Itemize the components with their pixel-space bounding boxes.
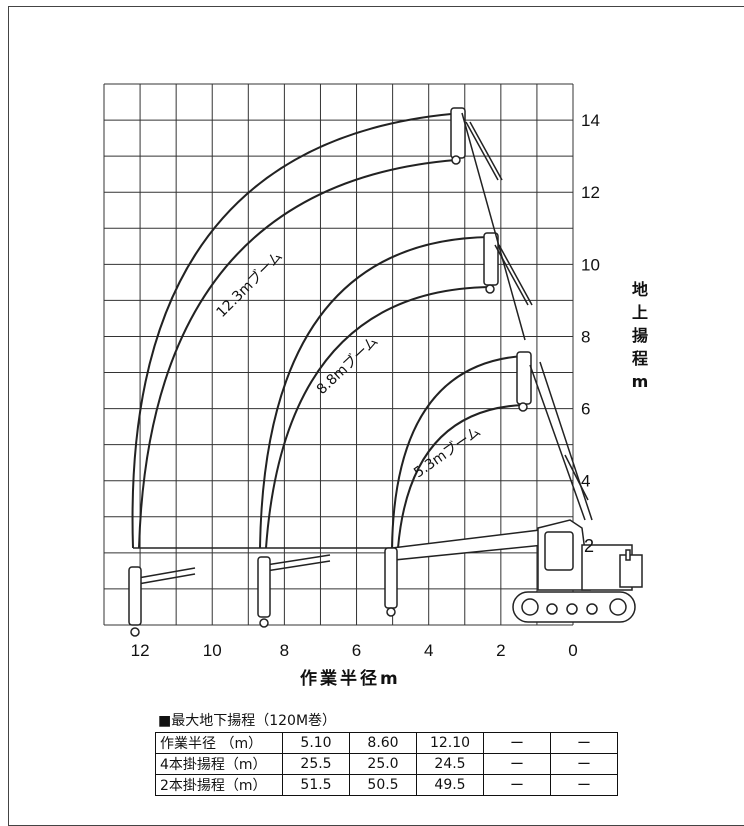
boom-8-8m-line-b	[498, 244, 533, 306]
folded-boom-body	[391, 529, 545, 561]
tip-5-3m	[516, 351, 532, 405]
y-label-char: 上	[631, 303, 648, 322]
crane-exhaust	[625, 549, 631, 561]
y-tick-label: 14	[581, 111, 600, 130]
folded-boom-line-12	[137, 567, 196, 579]
arc-5-3m-outer	[391, 355, 524, 549]
x-axis-label: 作業半径m	[300, 669, 401, 689]
track-wheel-3	[566, 603, 578, 615]
arc-12-3m-outer	[131, 112, 463, 549]
axis-ticks: 12 10 8 6 4 2 0 14 12 10 8 6 4	[131, 111, 600, 660]
arc-5-3m-inner	[397, 404, 524, 549]
x-tick-label: 10	[203, 641, 222, 660]
y-tick-label: 4	[581, 472, 590, 491]
cell: 51.5	[282, 774, 350, 796]
working-range-diagram: 12 10 8 6 4 2 0 14 12 10 8 6 4	[103, 83, 643, 660]
counterweight	[619, 554, 643, 588]
x-tick-label: 2	[496, 641, 505, 660]
arc-8-8m-inner	[265, 286, 491, 549]
cell: 24.5	[416, 753, 484, 775]
folded-boom-line-8	[265, 554, 331, 566]
cell: ー	[483, 753, 551, 775]
folded-boom	[133, 529, 545, 585]
table-row: 2本掛揚程（m） 51.5 50.5 49.5 ー ー	[155, 774, 618, 796]
y-label-char: m	[631, 372, 649, 391]
row-label: 作業半径 （m）	[155, 732, 283, 754]
track-wheel-4	[586, 603, 598, 615]
table-row: 4本掛揚程（m） 25.5 25.0 24.5 ー ー	[155, 753, 618, 775]
x-tick-label: 4	[424, 641, 433, 660]
crane-cab-window	[544, 531, 574, 571]
boom-main-1	[529, 364, 586, 521]
cell: 8.60	[349, 732, 417, 754]
cell: ー	[550, 774, 618, 796]
track-wheel-5	[609, 598, 627, 616]
cell: 49.5	[416, 774, 484, 796]
hook-12-3m	[451, 155, 461, 165]
row-label: 2本掛揚程（m）	[155, 774, 283, 796]
boom-12-3m-line-c	[469, 121, 503, 181]
folded-boom-line-8b	[265, 560, 331, 572]
boom-main-2	[539, 361, 593, 521]
y-tick-label: 6	[581, 400, 590, 419]
hook-5-3m	[518, 402, 528, 412]
y-axis-label: 地 上 揚 程 m	[628, 278, 652, 393]
boom-12-3m-line-b	[465, 121, 499, 181]
table-title: ■最大地下揚程（120M巻）	[158, 713, 337, 729]
cell: ー	[483, 774, 551, 796]
hook-block-8	[257, 556, 271, 618]
cell: 25.5	[282, 753, 350, 775]
cell: 12.10	[416, 732, 484, 754]
cell: 25.0	[349, 753, 417, 775]
x-tick-label: 6	[352, 641, 361, 660]
crane-body	[512, 519, 643, 623]
boom-12-3m-line	[461, 112, 526, 341]
track-wheel-1	[521, 598, 539, 616]
y-tick-label: 10	[581, 255, 600, 274]
boom-lines	[461, 112, 593, 521]
table-row: 作業半径 （m） 5.10 8.60 12.10 ー ー	[155, 732, 618, 754]
cell: 50.5	[349, 774, 417, 796]
x-tick-label: 8	[280, 641, 289, 660]
y-label-char: 揚	[631, 326, 648, 345]
cell: ー	[550, 753, 618, 775]
boom-arcs	[131, 112, 524, 549]
arc-12-3m-inner	[138, 159, 457, 549]
boom-tips	[450, 107, 532, 412]
hook-ground-8	[259, 618, 269, 628]
hook-ground-12	[130, 627, 140, 637]
y-label-char: 地	[631, 280, 648, 299]
y-label-char: 程	[631, 349, 648, 368]
crane-number: 2	[584, 536, 594, 556]
y-tick-label: 12	[581, 183, 600, 202]
boom-8-8m-line-a	[494, 244, 529, 306]
ground-hooks	[128, 547, 398, 637]
hook-block-12	[128, 566, 142, 626]
arc-8-8m-outer	[259, 236, 491, 549]
x-tick-label: 0	[568, 641, 577, 660]
hook-block-5	[384, 547, 398, 609]
cell: 5.10	[282, 732, 350, 754]
track-wheel-2	[546, 603, 558, 615]
cylinder	[564, 454, 589, 501]
tip-8-8m	[483, 232, 499, 286]
max-underground-lift-table: 作業半径 （m） 5.10 8.60 12.10 ー ー 4本掛揚程（m） 25…	[155, 732, 618, 796]
cell: ー	[483, 732, 551, 754]
hook-8-8m	[485, 284, 495, 294]
hook-ground-5	[386, 607, 396, 617]
row-label: 4本掛揚程（m）	[155, 753, 283, 775]
x-tick-label: 12	[131, 641, 150, 660]
cell: ー	[550, 732, 618, 754]
folded-boom-line-12b	[137, 573, 196, 585]
boom-label-12-3m: 12.3mブーム	[213, 248, 286, 321]
y-tick-label: 8	[581, 327, 590, 346]
